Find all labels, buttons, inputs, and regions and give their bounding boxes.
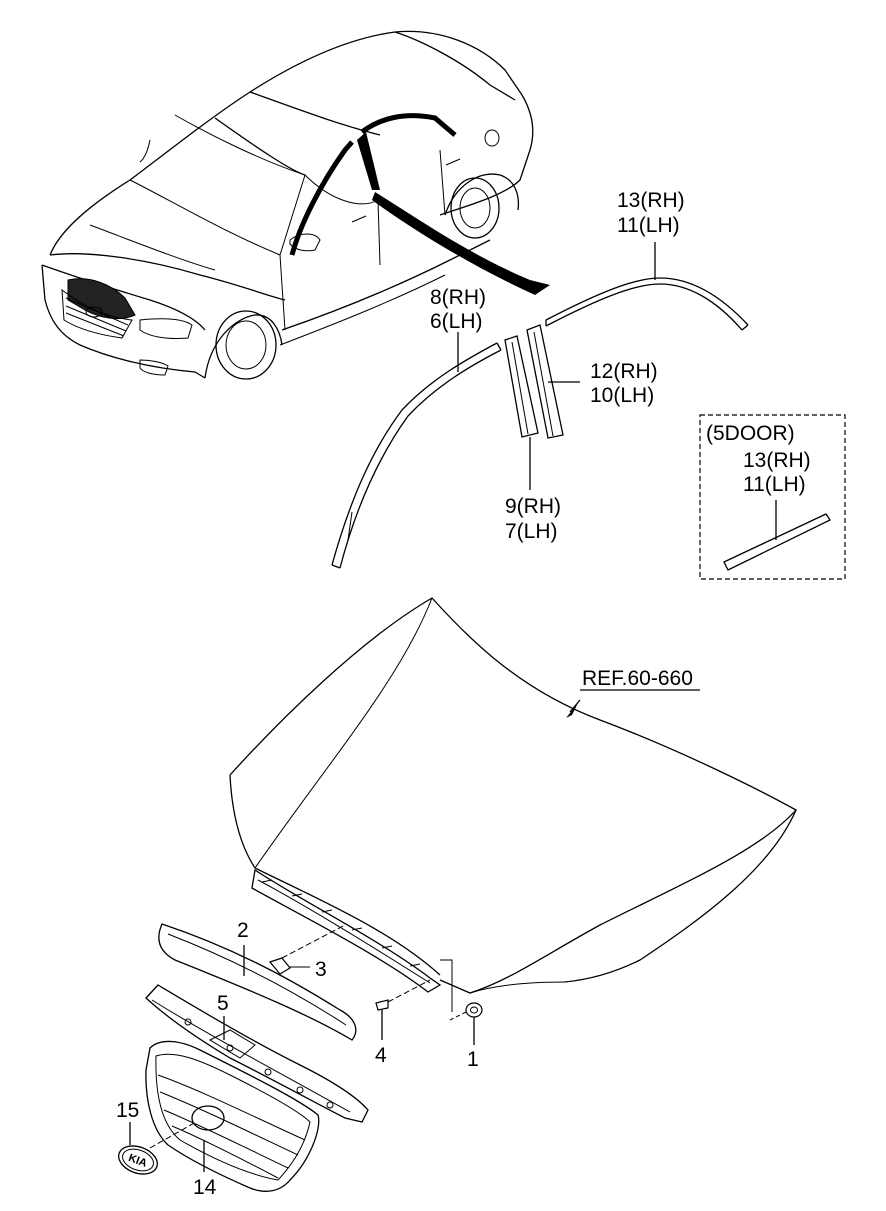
label-2: 2 (237, 919, 249, 942)
front-pillar-moulding-8-6 (331, 332, 502, 569)
label-4: 4 (375, 1044, 387, 1067)
label-15: 15 (116, 1099, 139, 1122)
label-5: 5 (217, 992, 229, 1015)
callout-9-7: 9(RH) 7(LH) (505, 495, 561, 543)
label-14: 14 (193, 1176, 217, 1199)
roof-moulding-13-11 (545, 242, 749, 331)
clip-3 (268, 924, 346, 975)
car-illustration (41, 30, 550, 380)
label-13-rh: 13(RH) (617, 189, 685, 212)
pillar-moulding-9-7 (504, 335, 539, 490)
label-5door-13-rh: 13(RH) (743, 449, 811, 472)
label-1: 1 (467, 1048, 479, 1071)
label-3: 3 (315, 958, 327, 981)
label-5door: (5DOOR) (706, 422, 795, 445)
hood-panel (229, 597, 798, 1012)
hood-moulding-2 (158, 923, 357, 1041)
grille-bracket-5 (145, 984, 369, 1123)
nut-1 (449, 1002, 483, 1045)
five-door-box (699, 414, 846, 580)
kia-emblem-15: KIA (118, 1122, 158, 1175)
label-6-lh: 6(LH) (430, 310, 483, 333)
label-12-rh: 12(RH) (590, 360, 658, 383)
label-7-lh: 7(LH) (505, 520, 558, 543)
label-9-rh: 9(RH) (505, 495, 561, 518)
bolt-4 (375, 979, 431, 1040)
callout-5door: (5DOOR) 13(RH) 11(LH) (706, 422, 811, 496)
label-5door-11-lh: 11(LH) (743, 473, 806, 496)
hood-underside-strip (251, 868, 442, 993)
label-11-lh: 11(LH) (617, 214, 680, 237)
radiator-grille-14 (145, 1040, 320, 1192)
callout-8-6: 8(RH) 6(LH) (430, 286, 486, 333)
callout-12-10: 12(RH) 10(LH) (590, 360, 658, 407)
label-10-lh: 10(LH) (590, 384, 654, 407)
callout-13-11-top: 13(RH) 11(LH) (617, 189, 685, 237)
label-8-rh: 8(RH) (430, 286, 486, 309)
label-ref: REF.60-660 (582, 667, 693, 690)
pillar-moulding-12-10 (526, 324, 580, 439)
